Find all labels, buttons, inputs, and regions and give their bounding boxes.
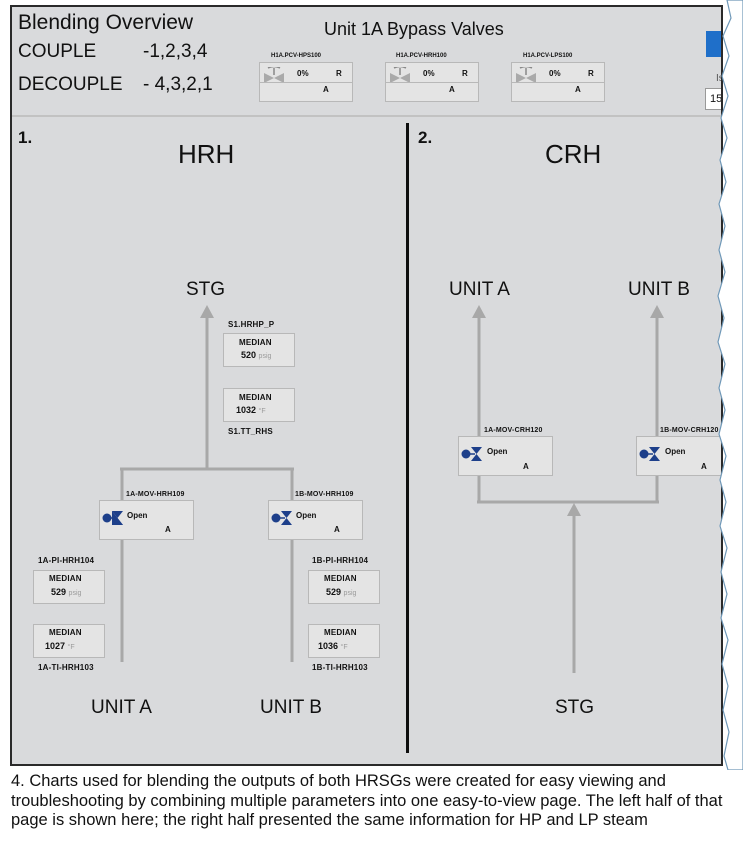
hrh-a-temp-tag: 1A-TI-HRH103 xyxy=(38,663,94,672)
control-valve-icon xyxy=(516,67,536,83)
crh-unit-b-label: UNIT B xyxy=(628,279,690,300)
control-valve-icon xyxy=(390,67,410,83)
value: 520 xyxy=(241,350,257,360)
nav-button[interactable] xyxy=(706,31,721,57)
figure-caption: 4. Charts used for blending the outputs … xyxy=(11,772,723,829)
motor-valve-icon xyxy=(271,511,292,525)
unit: °F xyxy=(67,644,75,651)
partial-input-value: 15 xyxy=(710,93,723,105)
hrh-stg-label: STG xyxy=(186,279,226,300)
hrh-b-press-tag: 1B-PI-HRH104 xyxy=(312,556,369,565)
crh-unit-a-label: UNIT A xyxy=(449,279,510,300)
couple-sequence: -1,2,3,4 xyxy=(143,41,208,62)
crh-stg-label: STG xyxy=(555,697,595,718)
hrh-b-temp-median xyxy=(308,624,380,658)
value: 1027 xyxy=(45,641,66,651)
crh-valve-b-faceplate[interactable] xyxy=(636,436,721,476)
hrh-valve-b-tag: 1B-MOV-HRH109 xyxy=(295,491,354,498)
blending-overview-screen: Blending Overview COUPLE -1,2,3,4 DECOUP… xyxy=(10,5,723,766)
value: 1032 xyxy=(236,405,257,415)
torn-edge xyxy=(717,0,743,770)
hrh-b-temp-tag: 1B-TI-HRH103 xyxy=(312,663,368,672)
valve-tag: H1A.PCV-HRH100 xyxy=(396,53,447,59)
crh-valve-a-tag: 1A-MOV-CRH120 xyxy=(484,427,543,434)
decouple-sequence: - 4,3,2,1 xyxy=(143,74,213,95)
section-divider xyxy=(406,123,409,753)
hrh-unit-a-label: UNIT A xyxy=(91,697,152,718)
valve-remote-flag: R xyxy=(462,69,468,78)
control-valve-icon xyxy=(264,67,284,83)
hrh-a-temp-median xyxy=(33,624,105,658)
decouple-label: DECOUPLE xyxy=(18,74,123,95)
valve-tag: H1A.PCV-LPS100 xyxy=(523,53,573,59)
hrh-a-temp-value: 1027 °F xyxy=(45,641,75,651)
hrh-header-press-tag: S1.HRHP_P xyxy=(228,320,275,329)
crh-section-number: 2. xyxy=(418,128,433,147)
hrh-valve-b-mode: A xyxy=(334,525,340,534)
median-label: MEDIAN xyxy=(49,628,82,637)
crh-valve-b-state: Open xyxy=(665,447,686,456)
valve-mode: A xyxy=(449,85,455,94)
hrh-b-temp-value: 1036 °F xyxy=(318,641,348,651)
page-title: Blending Overview xyxy=(18,11,194,34)
valve-output-pct: 0% xyxy=(549,69,561,78)
valve-output-pct: 0% xyxy=(423,69,435,78)
median-label: MEDIAN xyxy=(324,574,357,583)
crh-valve-a-faceplate[interactable] xyxy=(458,436,553,476)
hrh-section-number: 1. xyxy=(18,128,33,147)
hrh-header-temp-value: 1032 °F xyxy=(236,405,266,415)
hrh-b-press-median xyxy=(308,570,380,604)
unit: psig xyxy=(258,353,272,360)
crh-piping xyxy=(472,305,664,673)
bypass-valves-title: Unit 1A Bypass Valves xyxy=(324,19,504,39)
crh-valve-a-state: Open xyxy=(487,447,508,456)
hrh-a-press-value: 529 psig xyxy=(51,587,81,597)
hrh-header-temp-tag: S1.TT_RHS xyxy=(228,427,273,436)
valve-mode: A xyxy=(323,85,329,94)
motor-valve-icon xyxy=(102,511,123,525)
couple-label: COUPLE xyxy=(18,41,97,62)
unit: °F xyxy=(258,408,266,415)
header-divider xyxy=(12,115,721,117)
valve-remote-flag: R xyxy=(336,69,342,78)
valve-mode: A xyxy=(575,85,581,94)
hrh-header-press-value: 520 psig xyxy=(241,350,271,360)
unit: psig xyxy=(343,590,357,597)
hrh-a-press-median xyxy=(33,570,105,604)
hrh-b-press-value: 529 psig xyxy=(326,587,356,597)
hrh-valve-a-state: Open xyxy=(127,511,148,520)
crh-title: CRH xyxy=(545,139,602,169)
hrh-title: HRH xyxy=(178,139,235,169)
median-label: MEDIAN xyxy=(239,338,272,347)
hrh-valve-a-tag: 1A-MOV-HRH109 xyxy=(126,491,185,498)
valve-remote-flag: R xyxy=(588,69,594,78)
unit: psig xyxy=(68,590,82,597)
crh-valve-b-mode: A xyxy=(701,462,707,471)
hrh-valve-b-faceplate[interactable] xyxy=(268,500,363,540)
valve-output-pct: 0% xyxy=(297,69,309,78)
value: 1036 xyxy=(318,641,339,651)
unit: °F xyxy=(340,644,348,651)
median-label: MEDIAN xyxy=(324,628,357,637)
crh-valve-a-mode: A xyxy=(523,462,529,471)
value: 529 xyxy=(326,587,342,597)
median-label: MEDIAN xyxy=(239,393,272,402)
hrh-valve-b-state: Open xyxy=(296,511,317,520)
partial-input[interactable]: 15 xyxy=(705,88,723,110)
hrh-unit-b-label: UNIT B xyxy=(260,697,322,718)
crh-valve-b-tag: 1B-MOV-CRH120 xyxy=(660,427,719,434)
hrh-valve-a-mode: A xyxy=(165,525,171,534)
partial-label: Is xyxy=(716,73,721,84)
motor-valve-icon xyxy=(461,447,482,461)
median-label: MEDIAN xyxy=(49,574,82,583)
hrh-a-press-tag: 1A-PI-HRH104 xyxy=(38,556,95,565)
value: 529 xyxy=(51,587,67,597)
hrh-header-press-median xyxy=(223,333,295,367)
valve-tag: H1A.PCV-HPS100 xyxy=(271,53,322,59)
hrh-header-temp-median xyxy=(223,388,295,422)
motor-valve-icon xyxy=(639,447,660,461)
